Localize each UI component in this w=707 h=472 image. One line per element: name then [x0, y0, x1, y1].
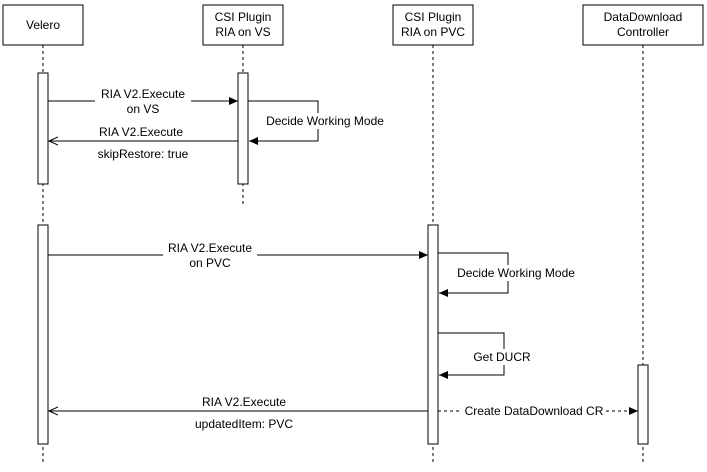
participant-dd-label-1: DataDownload: [604, 10, 683, 24]
participant-dd-label-2: Controller: [617, 25, 669, 39]
participant-velero: Velero: [2, 4, 84, 46]
participant-datadownload-controller: DataDownload Controller: [582, 4, 704, 46]
participant-csi-vs-label-1: CSI Plugin: [215, 10, 272, 24]
message-label-m3-line1: RIA V2.Execute: [99, 125, 183, 139]
activation-velero-2: [37, 224, 49, 445]
message-label-m2: Decide Working Mode: [266, 114, 384, 128]
participant-csi-pvc-label-1: CSI Plugin: [405, 10, 462, 24]
message-label-m1-line1: RIA V2.Execute: [101, 87, 185, 101]
message-label-m3-line2: skipRestore: true: [98, 147, 189, 161]
activation-velero-1: [37, 72, 49, 185]
activation-csi-vs-1: [237, 72, 249, 185]
message-label-m4-line1: RIA V2.Execute: [168, 241, 252, 255]
participant-velero-label: Velero: [26, 18, 60, 32]
activation-datadownload-1: [637, 364, 649, 445]
message-label-m7-line2: updatedItem: PVC: [195, 417, 293, 431]
message-label-m6: Get DUCR: [473, 350, 531, 364]
participant-csi-plugin-vs: CSI Plugin RIA on VS: [202, 4, 284, 46]
participant-csi-plugin-pvc: CSI Plugin RIA on PVC: [392, 4, 474, 46]
participant-csi-pvc-label-2: RIA on PVC: [401, 25, 465, 39]
message-label-m4-line2: on PVC: [189, 256, 231, 270]
message-label-m8: Create DataDownload CR: [465, 404, 604, 418]
activation-csi-pvc-1: [427, 224, 439, 445]
message-label-m7-line1: RIA V2.Execute: [202, 395, 286, 409]
message-label-m1-line2: on VS: [127, 102, 160, 116]
message-label-m5: Decide Working Mode: [457, 266, 575, 280]
participant-csi-vs-label-2: RIA on VS: [215, 25, 270, 39]
